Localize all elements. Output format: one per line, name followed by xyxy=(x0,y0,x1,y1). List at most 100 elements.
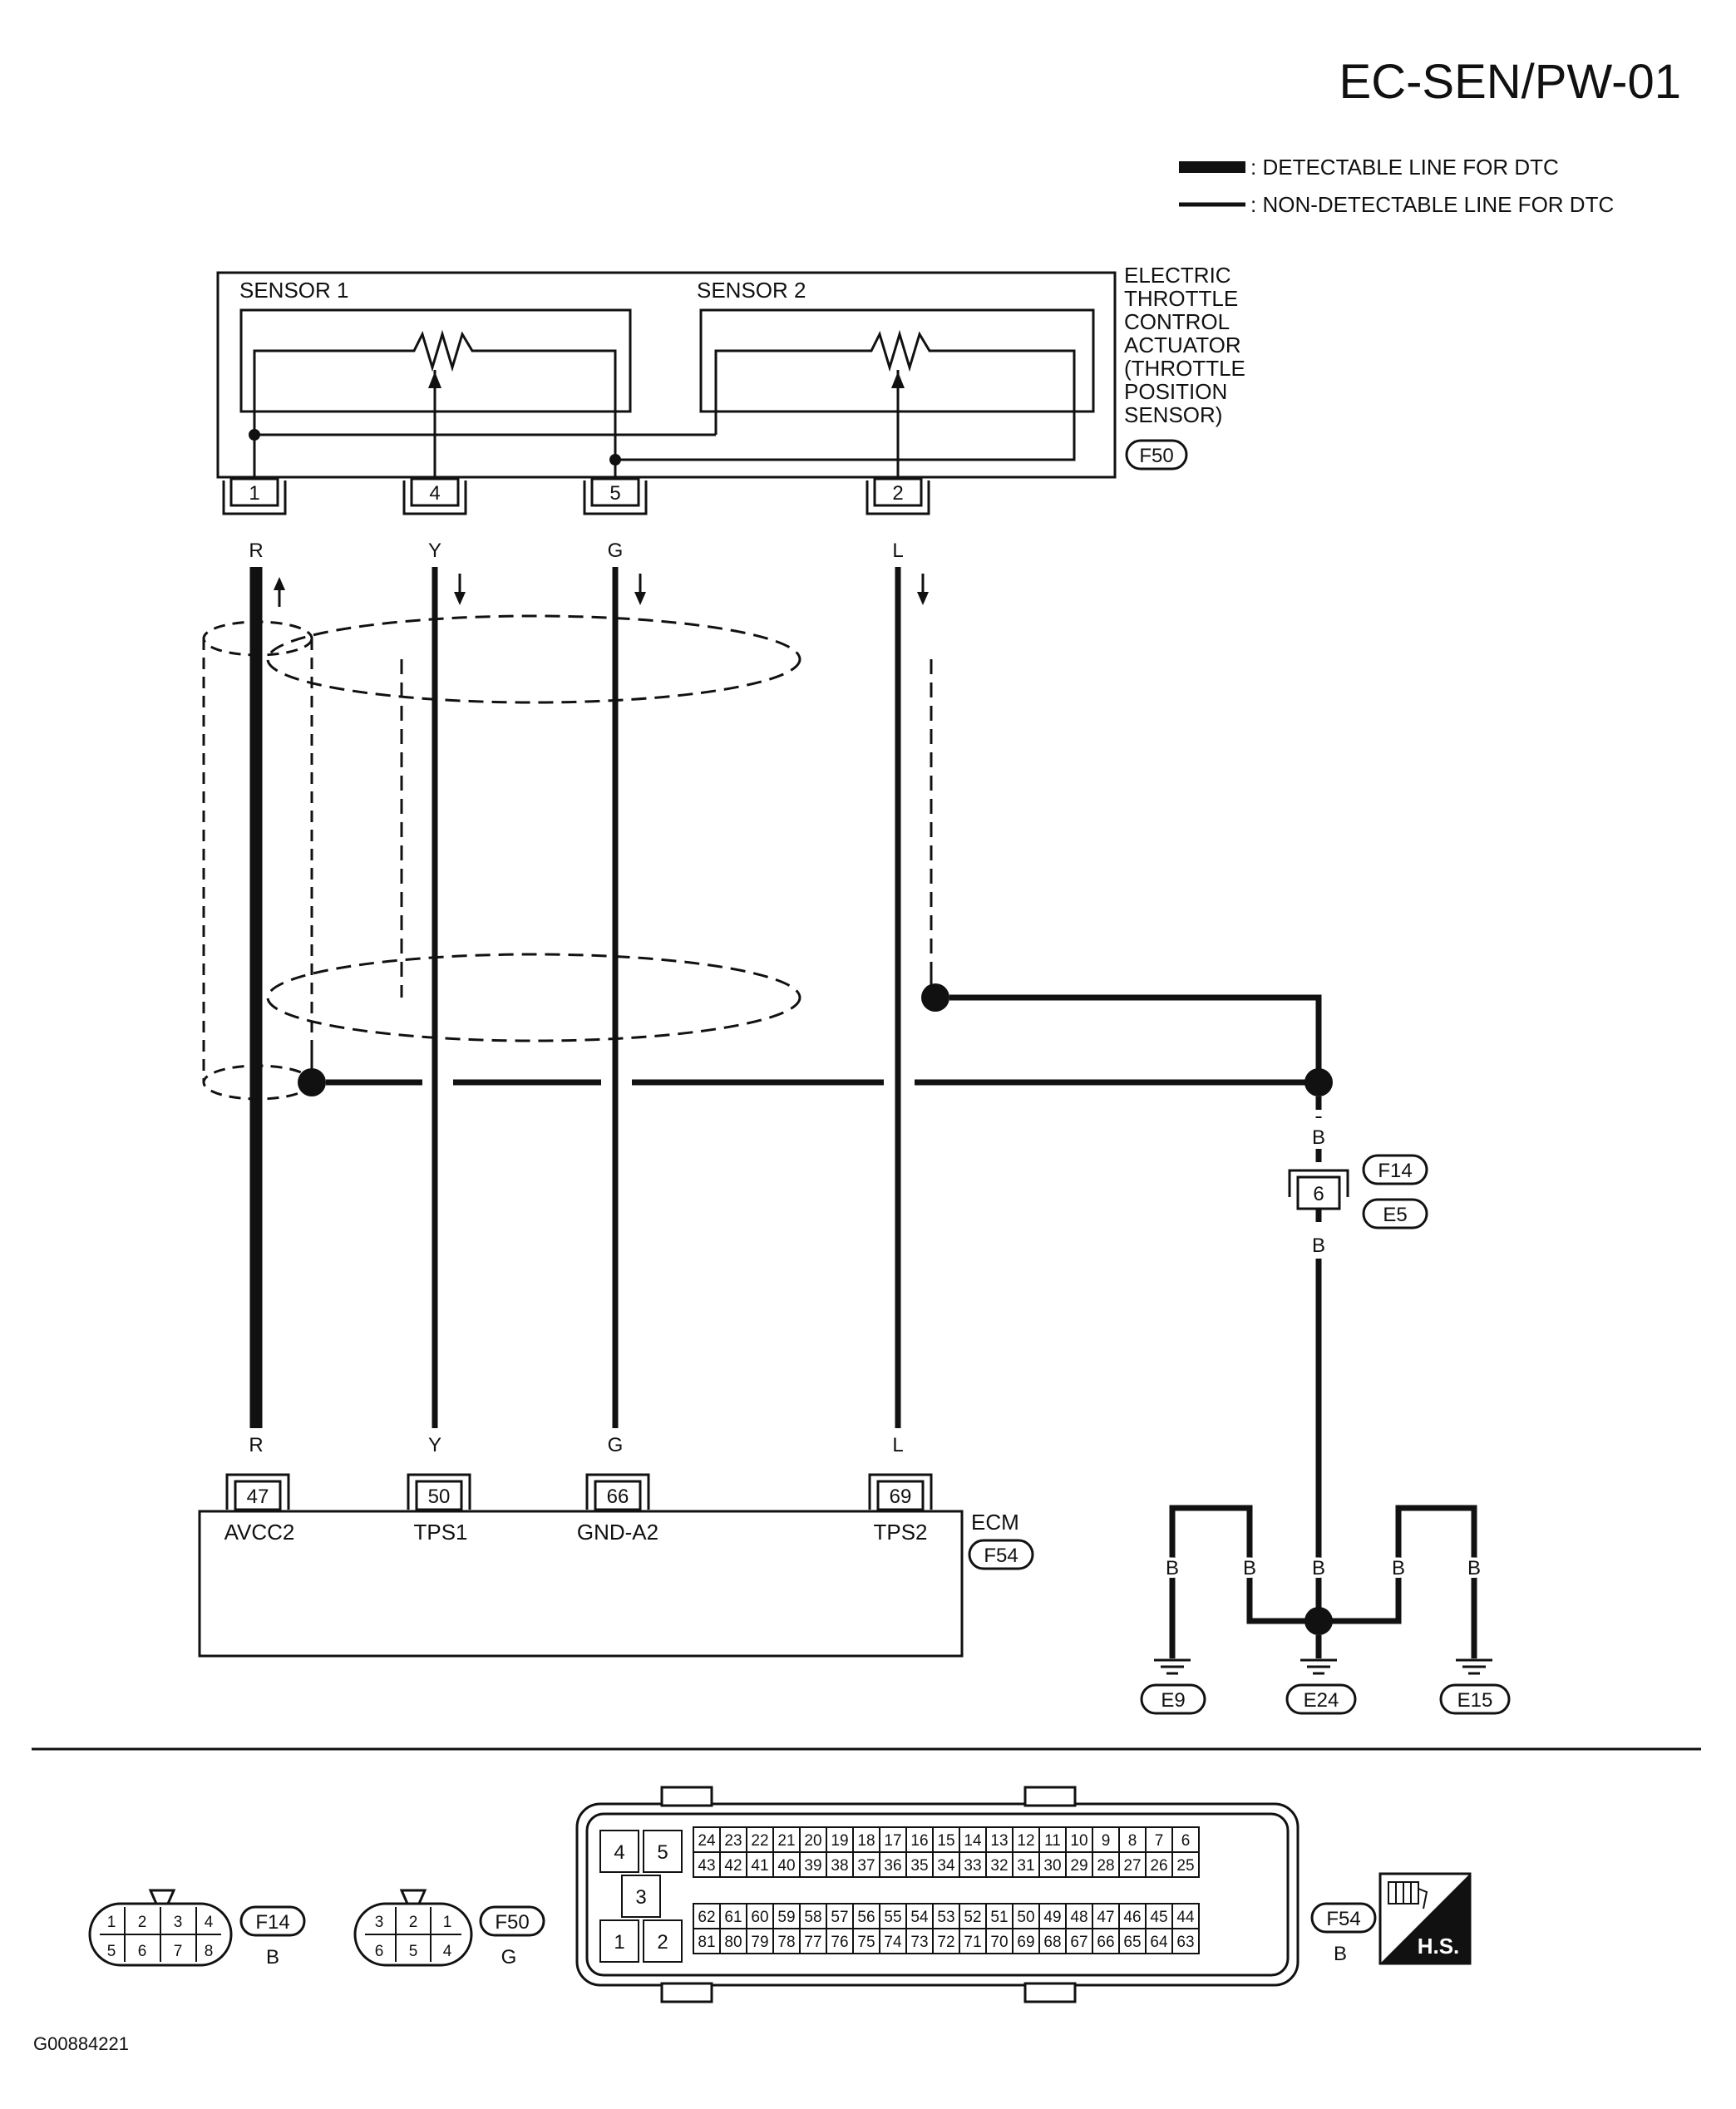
f54-pin-number: 17 xyxy=(884,1832,901,1850)
f54-pin-number: 67 xyxy=(1070,1934,1087,1951)
svg-text:5: 5 xyxy=(657,1841,668,1864)
svg-text:5: 5 xyxy=(107,1943,116,1960)
ground-color-e15: B xyxy=(1467,1557,1481,1579)
page-id: EC-SEN/PW-01 xyxy=(1339,55,1681,109)
f14-face-color: B xyxy=(266,1946,279,1969)
sensor1-wiper-arrow-icon xyxy=(428,372,441,388)
f14-badge xyxy=(1362,1154,1428,1185)
e15-badge-label: E15 xyxy=(1457,1689,1493,1712)
ground-junction-dot xyxy=(1304,1607,1333,1635)
f54-pin-number: 56 xyxy=(857,1909,875,1926)
ecm-unit: AVCC2 TPS1 GND-A2 TPS2 ECM F54 xyxy=(198,1510,1034,1658)
svg-text:4: 4 xyxy=(443,1943,452,1960)
f54-pin-number: 40 xyxy=(777,1857,795,1875)
svg-text:4: 4 xyxy=(614,1841,624,1864)
svg-text:50: 50 xyxy=(428,1486,451,1508)
f14-badge-label: F14 xyxy=(1378,1160,1412,1182)
f54-pin-number: 69 xyxy=(1017,1934,1034,1951)
ground-color-center: B xyxy=(1312,1557,1325,1579)
sensor2-label: SENSOR 2 xyxy=(697,278,806,303)
ground-e9-icon xyxy=(1154,1658,1191,1675)
f54-pin-number: 54 xyxy=(910,1909,929,1926)
wire-g-bottom-label: G xyxy=(608,1434,624,1456)
f54-badge-label: F54 xyxy=(984,1545,1018,1567)
f54-pin-number: 63 xyxy=(1176,1934,1194,1951)
svg-text:3: 3 xyxy=(635,1886,646,1909)
actuator-pins: 1 4 5 2 xyxy=(222,477,930,515)
junction-pin-label: 6 xyxy=(1313,1183,1324,1205)
f54-pin-number: 9 xyxy=(1102,1832,1111,1850)
ground-e24-icon xyxy=(1300,1658,1337,1675)
arrow-down-icon xyxy=(634,592,646,605)
f50-face-color: G xyxy=(501,1946,517,1969)
f54-pin-number: 11 xyxy=(1044,1832,1061,1850)
svg-text:1: 1 xyxy=(443,1914,452,1931)
f54-pin-number: 12 xyxy=(1017,1832,1034,1850)
f54-pin-number: 30 xyxy=(1043,1857,1061,1875)
shield1-drain-dot xyxy=(298,1068,326,1096)
svg-text:3: 3 xyxy=(375,1914,384,1931)
f54-pin-number: 26 xyxy=(1150,1857,1167,1875)
ecm-pin-50: 50 xyxy=(407,1473,471,1511)
e9-badge xyxy=(1140,1683,1206,1715)
shield-sensor-supply xyxy=(202,620,326,1101)
connector-f50-face: 3 2 1 6 5 4 F50 G xyxy=(353,1889,545,1969)
f54-pin-number: 22 xyxy=(751,1832,768,1850)
f54-pin-number: 33 xyxy=(964,1857,981,1875)
f14-face-label: F14 xyxy=(255,1911,289,1934)
e5-badge xyxy=(1362,1198,1428,1229)
f54-pin-cell xyxy=(1171,1851,1200,1878)
f54-pin-number: 50 xyxy=(1017,1909,1034,1926)
f54-pin-number: 66 xyxy=(1097,1934,1114,1951)
f54-pin-number: 72 xyxy=(937,1934,954,1951)
f54-pin-number: 36 xyxy=(884,1857,901,1875)
svg-text:1: 1 xyxy=(249,482,259,505)
ecm-pins: 47 50 66 69 xyxy=(225,1473,933,1511)
figure-id: G00884221 xyxy=(33,2033,129,2054)
f54-pin-number: 24 xyxy=(698,1832,716,1850)
ecm-box xyxy=(198,1510,964,1658)
f54-pin-number: 29 xyxy=(1070,1857,1087,1875)
svg-text:6: 6 xyxy=(138,1943,147,1960)
wire-r-bottom-label: R xyxy=(249,1434,263,1456)
f54-pin-number: 64 xyxy=(1150,1934,1168,1951)
connector-f14-face: 1 2 3 4 5 6 7 8 F14 B xyxy=(88,1889,306,1969)
f54-pin-number: 25 xyxy=(1176,1857,1194,1875)
e9-badge-label: E9 xyxy=(1161,1689,1185,1712)
f54-pin-number: 21 xyxy=(777,1832,795,1850)
f54-pin-number: 62 xyxy=(698,1909,715,1926)
f54-pin-number: 34 xyxy=(937,1857,955,1875)
f54-pin-number: 55 xyxy=(884,1909,901,1926)
f54-pin-number: 43 xyxy=(698,1857,715,1875)
f54-pin-number: 70 xyxy=(990,1934,1008,1951)
f54-pin-number: 14 xyxy=(964,1832,982,1850)
arrow-up-icon xyxy=(274,577,285,590)
f54-pin-number: 15 xyxy=(937,1832,954,1850)
f54-pin-number: 74 xyxy=(884,1934,902,1951)
arrow-down-icon xyxy=(917,592,929,605)
e5-badge-label: E5 xyxy=(1383,1204,1407,1226)
f54-pin-number: 20 xyxy=(804,1832,821,1850)
ground-color-right: B xyxy=(1392,1557,1405,1579)
ecm-pin-47: 47 xyxy=(225,1473,290,1511)
f54-pin-number: 35 xyxy=(910,1857,928,1875)
f54-pin-number: 59 xyxy=(777,1909,795,1926)
sensor1-label: SENSOR 1 xyxy=(239,278,349,303)
ecm-pin-label-tps2: TPS2 xyxy=(873,1520,927,1545)
f54-pin-number: 57 xyxy=(831,1909,848,1926)
wire-l-bottom-label: L xyxy=(892,1434,903,1456)
shield-junction-dot xyxy=(1304,1068,1333,1096)
svg-text:1: 1 xyxy=(614,1931,624,1954)
f54-pin-number: 45 xyxy=(1150,1909,1167,1926)
svg-text:69: 69 xyxy=(890,1486,912,1508)
f54-pin-number: 81 xyxy=(698,1934,715,1951)
svg-text:47: 47 xyxy=(247,1486,269,1508)
f54-pin-number: 60 xyxy=(751,1909,768,1926)
f54-pin-number: 7 xyxy=(1155,1832,1164,1850)
f54-pin-number: 44 xyxy=(1176,1909,1195,1926)
actuator-pin-5: 5 xyxy=(583,477,648,515)
f54-pin-number: 61 xyxy=(724,1909,742,1926)
